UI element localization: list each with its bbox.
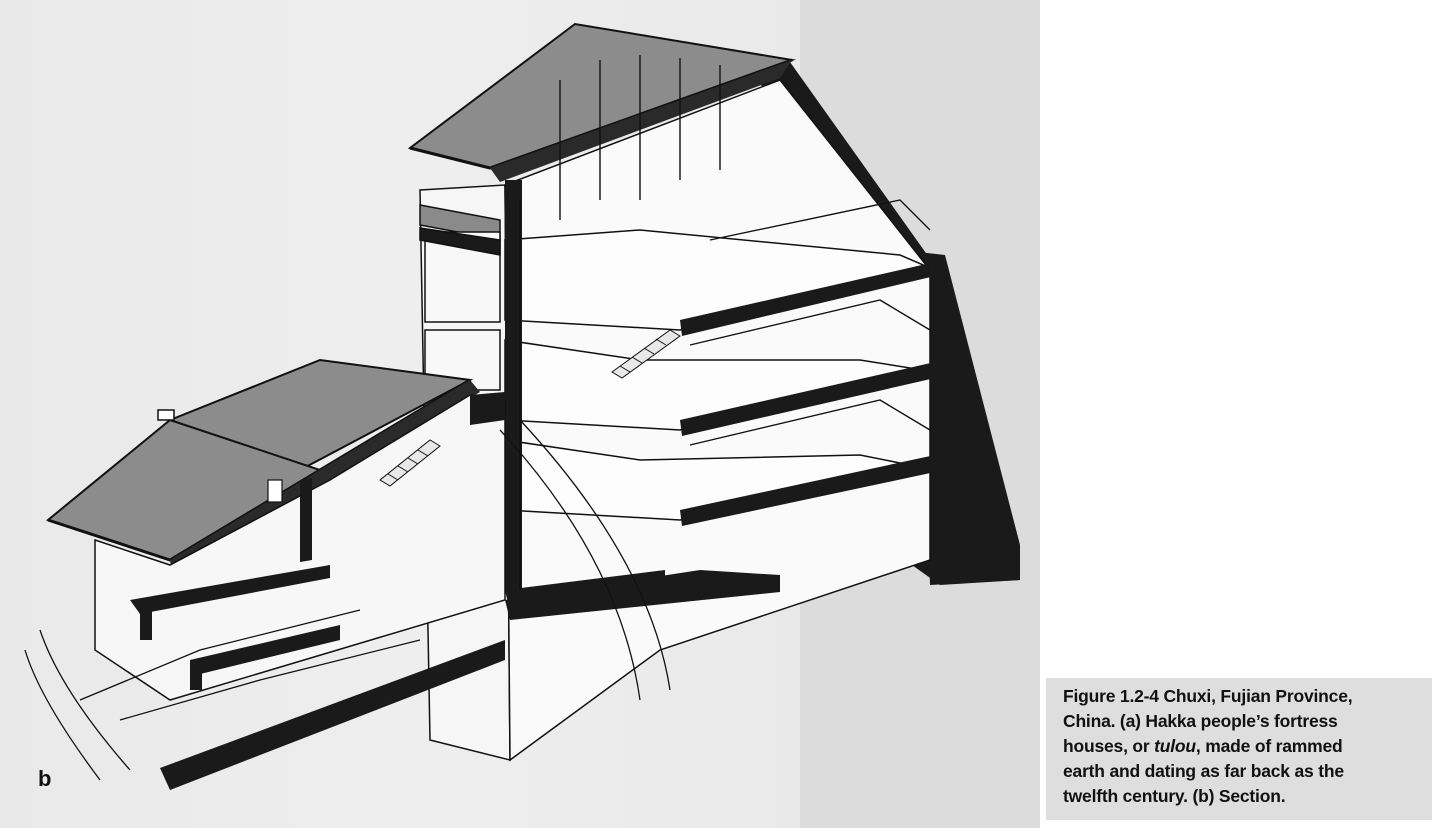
inner-wall-section bbox=[505, 180, 522, 592]
caption-line-1: Figure 1.2-4 Chuxi, Fujian Province, bbox=[1063, 686, 1353, 706]
figure-caption: Figure 1.2-4 Chuxi, Fujian Province, Chi… bbox=[1046, 678, 1432, 820]
section-drawing bbox=[24, 22, 1020, 790]
panel-label: b bbox=[38, 766, 52, 791]
caption-line-5: twelfth century. (b) Section. bbox=[1063, 786, 1286, 806]
partition-walls bbox=[130, 392, 780, 790]
caption-line-4: earth and dating as far back as the bbox=[1063, 761, 1344, 781]
main-stair bbox=[611, 329, 681, 379]
lower-stair bbox=[379, 439, 441, 487]
caption-line-3a: houses, or bbox=[1063, 736, 1155, 756]
caption-line-3: houses, or tulou, made of rammed bbox=[1063, 734, 1426, 759]
upper-side-rooms bbox=[419, 204, 501, 391]
caption-term-tulou: tulou bbox=[1154, 736, 1196, 756]
caption-line-3c: , made of rammed bbox=[1195, 736, 1343, 756]
caption-line-2: China. (a) Hakka people’s fortress bbox=[1063, 711, 1338, 731]
